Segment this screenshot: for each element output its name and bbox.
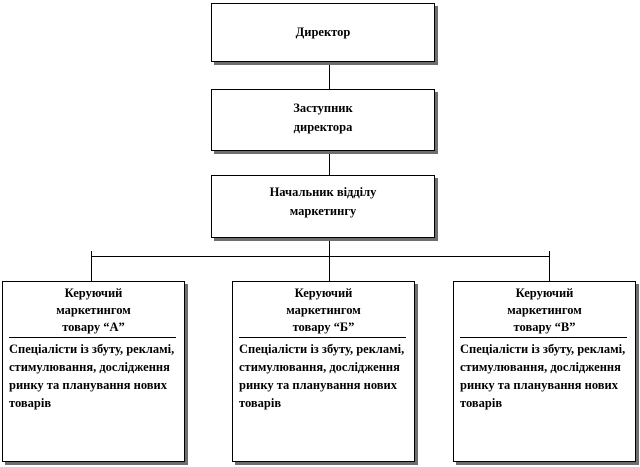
manager-box-a: Керуючий маркетингом товару “А” Спеціалі… — [2, 281, 185, 462]
manager-description-v: Спеціалісти із збуту, рекламі, стимулюва… — [460, 342, 626, 410]
connector-bus-left — [91, 256, 92, 282]
bus-tick-right — [549, 251, 550, 257]
connector-director-deputy — [329, 63, 330, 90]
connector-head-bus — [329, 237, 330, 256]
bus-tick-left — [91, 251, 92, 257]
director-label: Директор — [295, 25, 351, 39]
deputy-director-box: Заступник директора — [211, 89, 435, 151]
manager-divider-b — [239, 337, 406, 338]
marketing-head-label-line1: Начальник відділу — [269, 185, 377, 199]
bus-line — [91, 256, 550, 257]
manager-description-a: Спеціалісти із збуту, рекламі, стимулюва… — [9, 342, 175, 410]
marketing-head-label-line2: маркетингу — [289, 204, 357, 218]
manager-divider-v — [460, 337, 627, 338]
manager-box-b: Керуючий маркетингом товару “Б” Спеціалі… — [232, 281, 415, 462]
connector-deputy-head — [329, 150, 330, 176]
manager-title-b: Керуючий маркетингом товару “Б” — [286, 286, 361, 334]
manager-description-b: Спеціалісти із збуту, рекламі, стимулюва… — [239, 342, 405, 410]
connector-bus-middle — [329, 256, 330, 282]
deputy-label-line2: директора — [293, 120, 353, 134]
manager-box-v: Керуючий маркетингом товару “В” Спеціалі… — [453, 281, 636, 462]
manager-divider-a — [9, 337, 176, 338]
connector-bus-right — [549, 256, 550, 282]
manager-title-v: Керуючий маркетингом товару “В” — [507, 286, 582, 334]
deputy-label-line1: Заступник — [293, 101, 353, 115]
director-box: Директор — [211, 3, 435, 62]
manager-title-a: Керуючий маркетингом товару “А” — [56, 286, 131, 334]
marketing-head-box: Начальник відділу маркетингу — [211, 175, 435, 238]
